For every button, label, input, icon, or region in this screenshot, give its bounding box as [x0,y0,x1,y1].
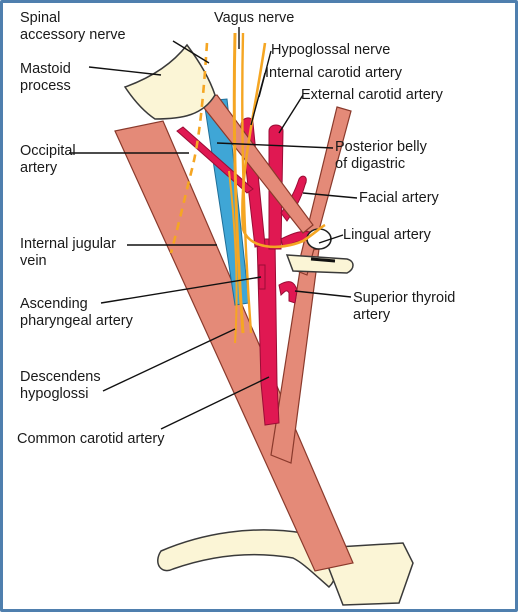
label-descendens-1: Descendens [20,369,101,385]
leader-spinal-accessory [172,40,210,64]
label-internal-jugular-2: vein [20,253,47,269]
leader-external-carotid [278,94,304,134]
label-superior-thyroid-1: Superior thyroid [353,290,456,306]
label-spinal-accessory-1: Spinal [20,10,61,26]
label-posterior-belly-1: Posterior belly [335,139,427,155]
leader-facial [302,192,358,199]
label-mastoid-1: Mastoid [20,61,71,77]
stylohyoid-muscle [296,106,352,276]
label-occipital-2: artery [20,160,58,176]
leader-ascending-pharyngeal [100,276,262,304]
leader-lingual [318,234,344,244]
label-ascending-pharyngeal-2: pharyngeal artery [20,313,133,329]
label-hypoglossal: Hypoglossal nerve [271,42,391,58]
label-descendens-2: hypoglossi [20,386,89,402]
label-posterior-belly-2: of digastric [335,156,406,172]
clavicle-bone [157,529,336,589]
label-superior-thyroid-2: artery [353,307,391,323]
anatomy-illustration [69,27,414,606]
hyoid-marker [310,257,336,263]
leader-common-carotid [160,376,270,430]
vagus-nerve [232,32,245,334]
label-internal-jugular-1: Internal jugular [20,236,116,252]
leader-superior-thyroid [294,290,352,298]
hyoid-bone [285,254,354,274]
label-vagus: Vagus nerve [214,10,295,26]
leader-descendens [102,328,236,392]
mastoid-process [123,43,216,120]
label-occipital-1: Occipital [20,143,76,159]
superior-thyroid-artery-vessel [278,281,298,304]
strap-muscle [270,248,320,464]
label-facial: Facial artery [359,190,439,206]
label-ascending-pharyngeal-1: Ascending [20,296,88,312]
label-lingual: Lingual artery [343,227,431,243]
leader-posterior-belly [216,142,334,149]
label-external-carotid: External carotid artery [301,87,443,103]
label-internal-carotid: Internal carotid artery [265,65,403,81]
leader-mastoid [88,66,162,76]
label-common-carotid: Common carotid artery [17,431,165,447]
leader-internal-carotid [250,72,266,126]
descendens-hypoglossi-nerve [228,170,238,344]
ascending-pharyngeal-artery-vessel [258,264,266,290]
sternocleidomastoid-muscle [114,120,354,572]
spinal-accessory-nerve [169,42,209,254]
label-mastoid-2: process [20,78,71,94]
label-spinal-accessory-2: accessory nerve [20,27,126,43]
hyoid-tubercle [306,228,332,250]
